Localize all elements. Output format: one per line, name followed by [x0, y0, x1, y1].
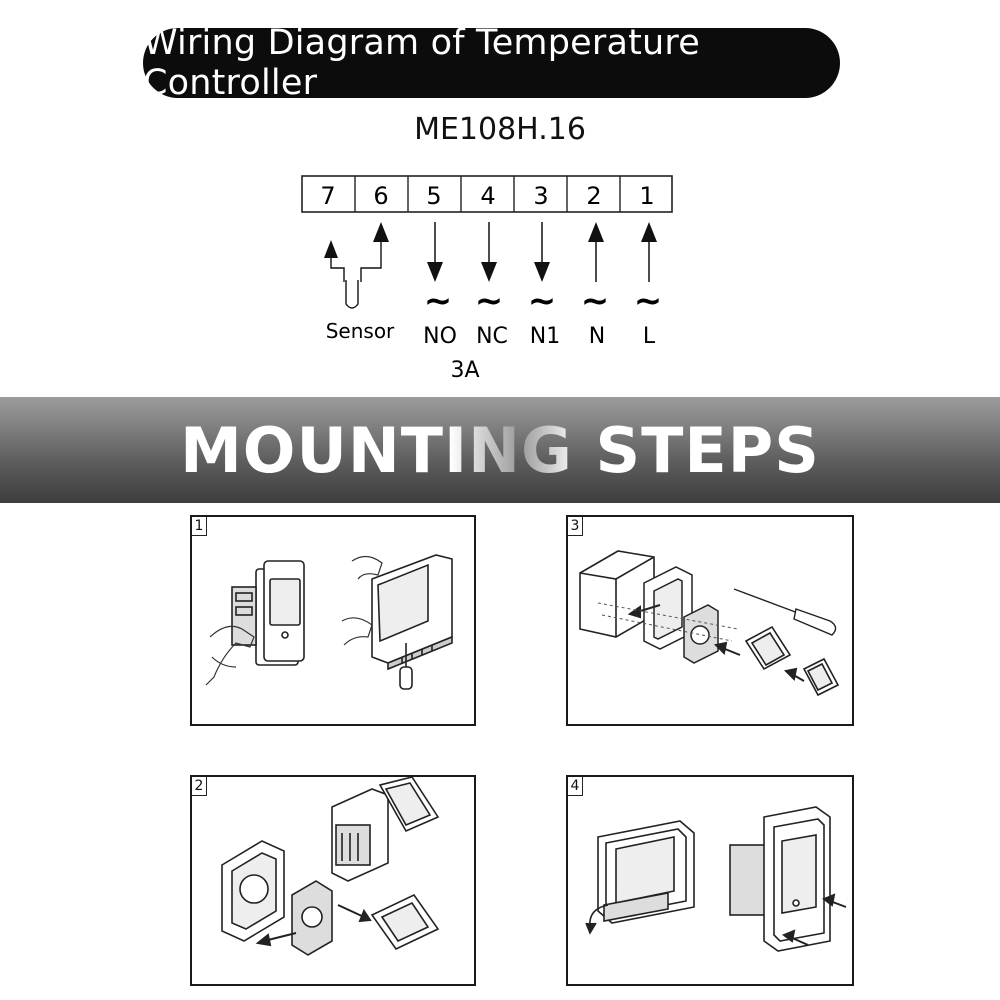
terminal-2: 2 — [586, 182, 601, 210]
cover-frame-icon — [370, 893, 440, 951]
step-number: 1 — [192, 517, 207, 536]
section-title: MOUNTING STEPS — [0, 397, 1000, 503]
display-unit-icon — [378, 777, 440, 833]
input-arrows — [588, 222, 657, 282]
ac-symbols: ~ ~ ~ ~ ~ — [424, 281, 663, 321]
step-number: 2 — [192, 777, 207, 796]
thermostat-icon — [597, 820, 695, 924]
terminal-6: 6 — [373, 182, 388, 210]
label-nc: NC — [476, 324, 508, 349]
thermostat-icon — [729, 806, 831, 952]
arrow-icon — [585, 904, 609, 935]
terminal-4: 4 — [480, 182, 495, 210]
step-number: 4 — [568, 777, 583, 796]
step-number: 3 — [568, 517, 583, 536]
tilde-n: ~ — [581, 281, 610, 321]
terminal-7: 7 — [320, 182, 335, 210]
step-panel-2: 2 — [190, 775, 476, 986]
terminal-5: 5 — [426, 182, 441, 210]
diagram-title: Wiring Diagram of Temperature Controller — [143, 23, 840, 103]
model-number: ME108H.16 — [414, 112, 586, 147]
label-n: N — [589, 324, 605, 349]
diagram-title-text: Wiring Diagram of Temperature Controller — [143, 23, 700, 103]
tilde-no: ~ — [424, 281, 453, 321]
tilde-l: ~ — [634, 281, 663, 321]
step-panel-1: 1 — [190, 515, 476, 726]
frame-icon — [643, 566, 693, 650]
terminal-1: 1 — [639, 182, 654, 210]
hand-icon — [205, 625, 255, 686]
arrow-icon — [255, 904, 372, 947]
label-n1: N1 — [530, 324, 560, 349]
terminal-block: 7 6 5 4 3 2 1 — [301, 175, 673, 213]
thermostat-icon — [231, 560, 305, 666]
wiring-diagram: 7 6 5 4 3 2 1 Sensor ~ ~ ~ ~ ~ — [301, 175, 673, 383]
module-icon — [683, 604, 719, 664]
relay-box-icon — [331, 788, 389, 882]
signal-labels: NO NC N1 N L 3A — [423, 324, 656, 383]
cover-frame-icon — [744, 625, 792, 671]
tilde-n1: ~ — [528, 281, 557, 321]
thermostat-icon — [371, 554, 453, 671]
label-no: NO — [423, 324, 457, 349]
sensor-label: Sensor — [326, 319, 395, 343]
step-3-illustration — [579, 550, 840, 697]
step-panel-3: 3 — [566, 515, 854, 726]
module-icon — [291, 880, 333, 956]
step-4-illustration — [585, 806, 847, 952]
hand-icon — [341, 555, 383, 646]
display-unit-icon — [802, 657, 840, 697]
arrow-icon — [627, 604, 805, 682]
output-arrows — [427, 222, 550, 282]
section-banner: MOUNTING STEPS — [0, 397, 1000, 503]
step-2-illustration — [221, 777, 440, 956]
arrow-icon — [781, 893, 847, 946]
terminal-3: 3 — [533, 182, 548, 210]
screwdriver-icon — [733, 588, 837, 636]
wall-box-icon — [579, 550, 655, 638]
step-panel-4: 4 — [566, 775, 854, 986]
step-1-illustration — [205, 554, 453, 690]
rating-label: 3A — [450, 358, 479, 383]
back-plate-icon — [221, 840, 285, 942]
tilde-nc: ~ — [475, 281, 504, 321]
screwdriver-icon — [399, 643, 413, 690]
sensor-connection: Sensor — [324, 222, 395, 343]
label-l: L — [643, 324, 656, 349]
